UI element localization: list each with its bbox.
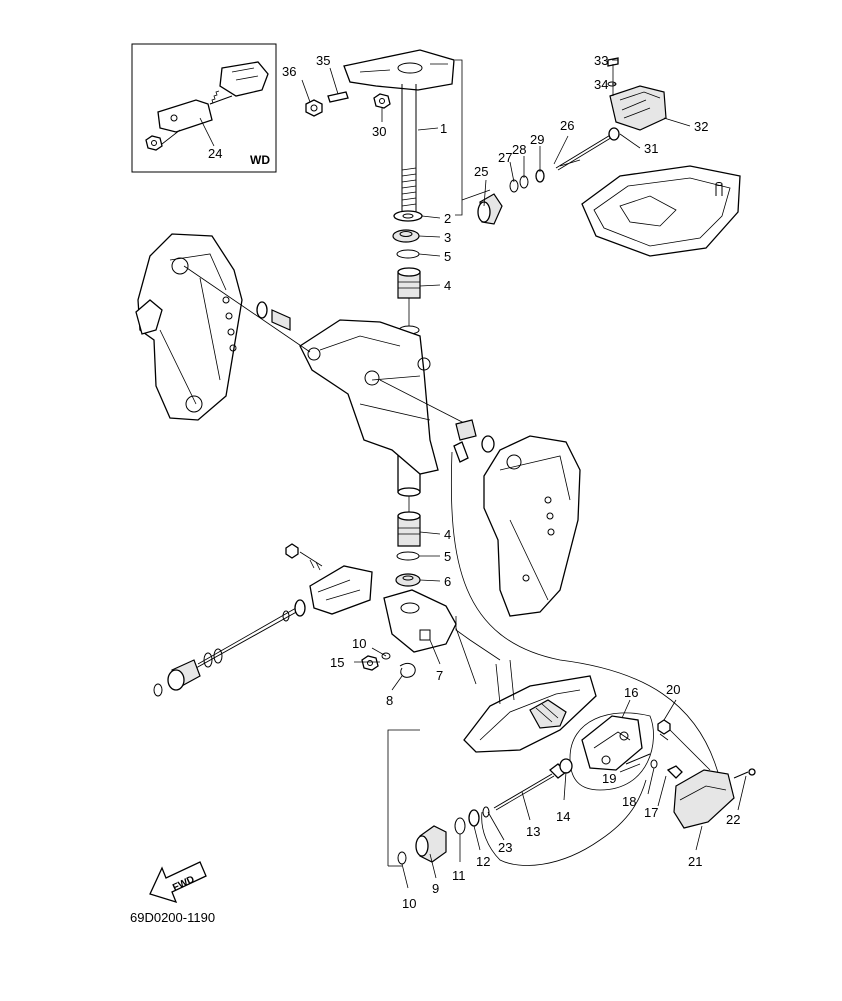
inset-label: WD bbox=[250, 153, 270, 167]
callout-27: 27 bbox=[498, 150, 512, 165]
callout-30: 30 bbox=[372, 124, 386, 139]
callout-31: 31 bbox=[644, 141, 658, 156]
callout-19: 19 bbox=[602, 771, 616, 786]
callout-1: 1 bbox=[440, 121, 447, 136]
callout-4b: 4 bbox=[444, 527, 451, 542]
callout-23: 23 bbox=[498, 840, 512, 855]
callout-15: 15 bbox=[330, 655, 344, 670]
callout-16: 16 bbox=[624, 685, 638, 700]
fwd-arrow-icon: FWD bbox=[149, 861, 207, 904]
diagram-code: 69D0200-1190 bbox=[130, 910, 215, 925]
steering-shaft-assembly bbox=[305, 49, 491, 587]
callout-32: 32 bbox=[694, 119, 708, 134]
callout-11: 11 bbox=[452, 868, 466, 883]
callout-2: 2 bbox=[444, 211, 451, 226]
callout-5b: 5 bbox=[444, 549, 451, 564]
callout-12: 12 bbox=[476, 854, 490, 869]
swivel-bracket bbox=[299, 319, 467, 475]
callout-33: 33 bbox=[594, 53, 608, 68]
callout-numbers: 1 2 3 5 4 4 5 6 7 8 9 10 10 11 12 13 14 … bbox=[282, 53, 740, 911]
left-clamp-bracket bbox=[135, 233, 311, 421]
callout-8: 8 bbox=[386, 693, 393, 708]
callout-5: 5 bbox=[444, 249, 451, 264]
lower-case bbox=[463, 659, 597, 753]
callout-9: 9 bbox=[432, 881, 439, 896]
callout-13: 13 bbox=[526, 824, 540, 839]
callout-36: 36 bbox=[282, 64, 296, 79]
callout-7: 7 bbox=[436, 668, 443, 683]
callout-18: 18 bbox=[622, 794, 636, 809]
callout-34: 34 bbox=[594, 77, 608, 92]
callout-leaders bbox=[301, 59, 747, 889]
callout-10b: 10 bbox=[402, 896, 416, 911]
callout-35: 35 bbox=[316, 53, 330, 68]
callout-3: 3 bbox=[444, 230, 451, 245]
right-clamp-bracket bbox=[450, 419, 721, 781]
callout-14: 14 bbox=[556, 809, 570, 824]
callout-21: 21 bbox=[688, 854, 702, 869]
callout-17: 17 bbox=[644, 805, 658, 820]
lower-guide-lines bbox=[387, 627, 477, 867]
callout-22: 22 bbox=[726, 812, 740, 827]
callout-6: 6 bbox=[444, 574, 451, 589]
inset-detail: 24 WD bbox=[131, 43, 277, 173]
cover-assembly bbox=[569, 712, 756, 829]
callout-20: 20 bbox=[666, 682, 680, 697]
callout-29: 29 bbox=[530, 132, 544, 147]
callout-26: 26 bbox=[560, 118, 574, 133]
callout-4: 4 bbox=[444, 278, 451, 293]
callout-25: 25 bbox=[474, 164, 488, 179]
callout-10a: 10 bbox=[352, 636, 366, 651]
inset-callout: 24 bbox=[208, 146, 222, 161]
callout-28: 28 bbox=[512, 142, 526, 157]
top-right-assembly bbox=[477, 57, 741, 257]
steering-arm bbox=[153, 543, 501, 697]
